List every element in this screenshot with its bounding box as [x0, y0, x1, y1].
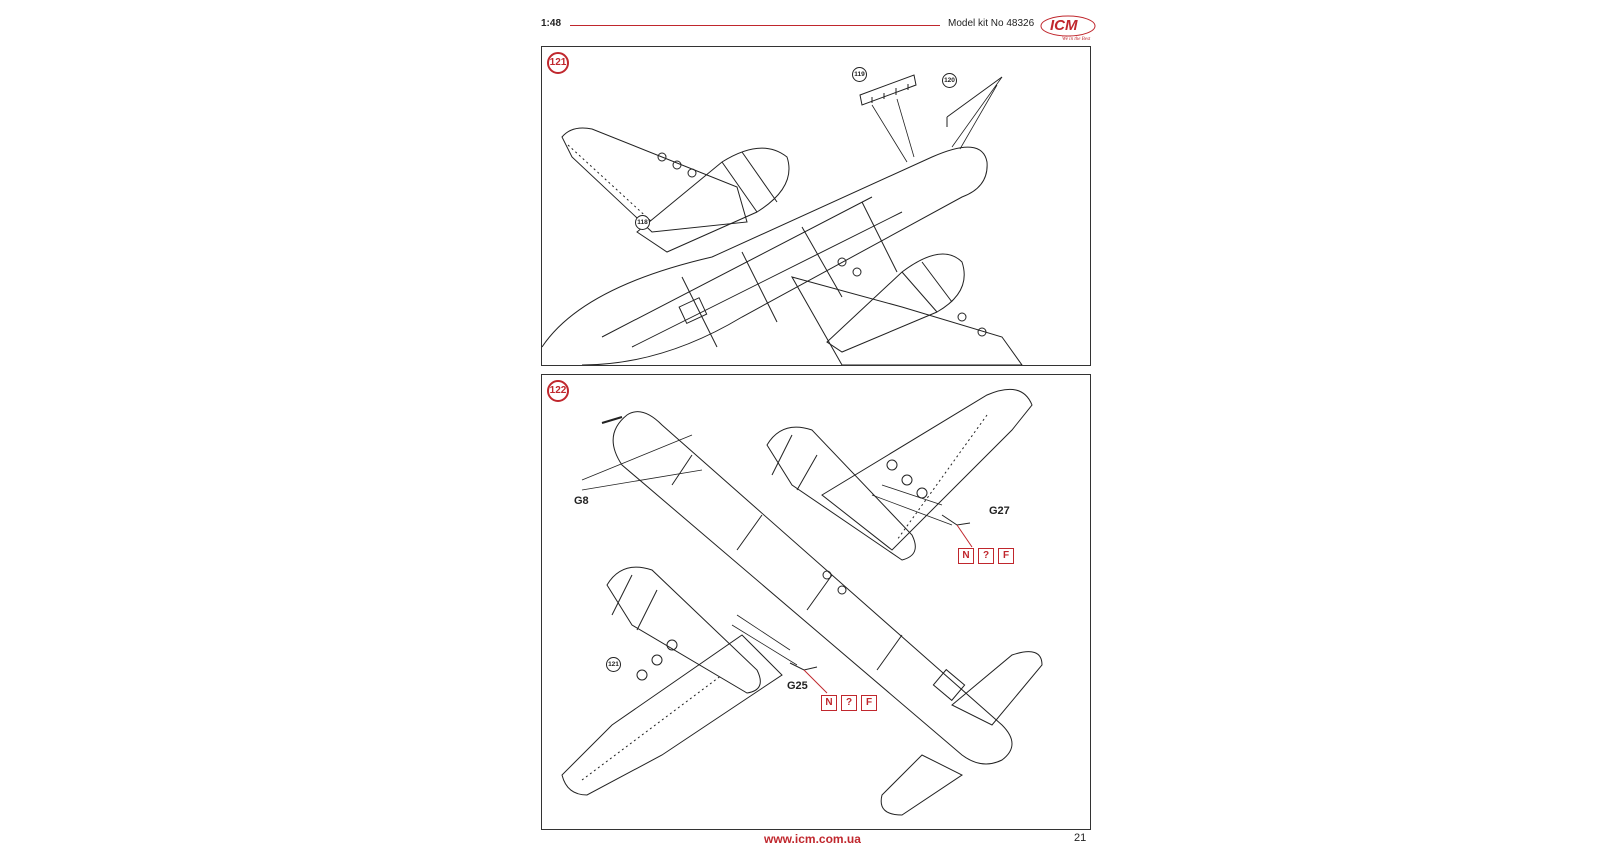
paint-code-box: ? [978, 548, 994, 564]
part-label-g25: G25 [787, 680, 808, 692]
paint-code-box: F [998, 548, 1014, 564]
paint-code-box: N [821, 695, 837, 711]
step-number-badge: 121 [547, 52, 569, 74]
part-callout: 119 [852, 67, 867, 82]
paint-code-box: F [861, 695, 877, 711]
aircraft-drawing-top-view [542, 74, 1023, 365]
scale-label: 1:48 [541, 18, 562, 29]
svg-text:We in the Best: We in the Best [1062, 37, 1091, 42]
website-link[interactable]: www.icm.com.ua [764, 832, 861, 846]
part-callout: 121 [606, 657, 621, 672]
header-rule [570, 25, 940, 26]
step-122-panel: 122 121 G8 G27 G25 N ? F N ? F [541, 374, 1091, 830]
svg-text:ICM: ICM [1050, 17, 1078, 34]
step-121-panel: 121 119 120 118 [541, 46, 1091, 366]
aircraft-drawing-bottom-view [561, 388, 1043, 816]
part-label-g27: G27 [989, 505, 1010, 517]
icm-logo: ICM We in the Best [1040, 12, 1100, 42]
page-number: 21 [1074, 832, 1087, 844]
part-label-g8: G8 [574, 495, 589, 507]
paint-code-box: N [958, 548, 974, 564]
part-callout: 120 [942, 73, 957, 88]
kit-number-label: Model kit No 48326 [948, 18, 1035, 29]
part-callout: 118 [635, 215, 650, 230]
paint-code-box: ? [841, 695, 857, 711]
step-number-badge: 122 [547, 380, 569, 402]
